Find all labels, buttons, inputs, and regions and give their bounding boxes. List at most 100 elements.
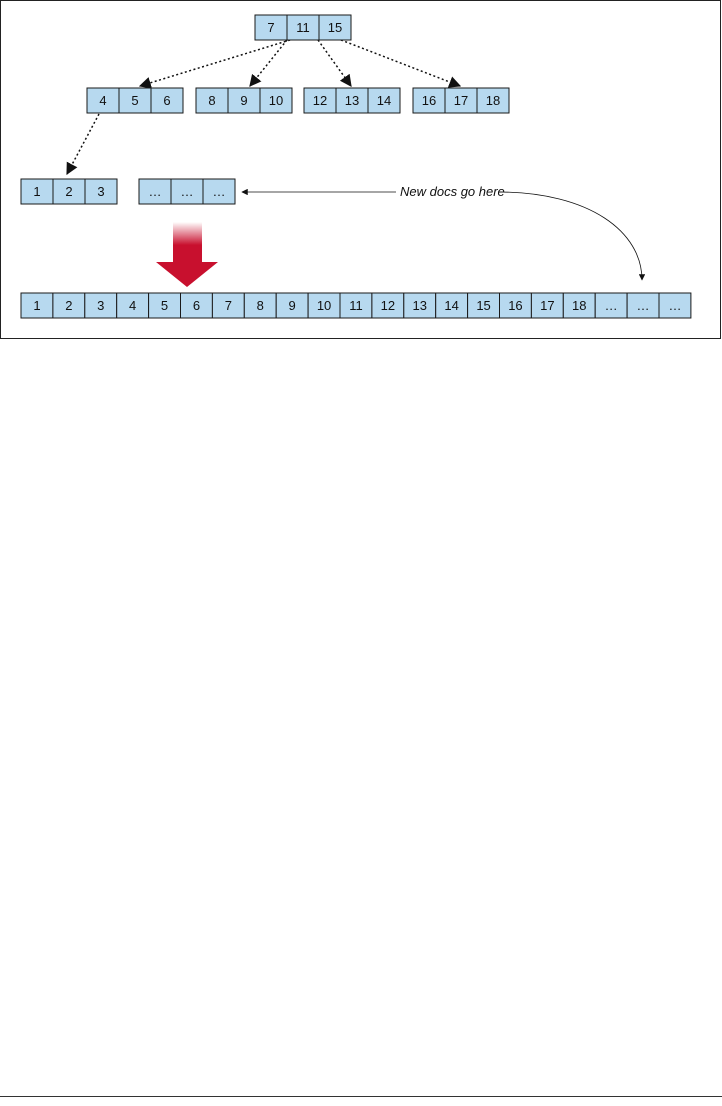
flattened-cell: 11 xyxy=(339,292,373,319)
cell-label: 5 xyxy=(131,93,138,108)
flattened-cell: 15 xyxy=(467,292,501,319)
cell-label: 16 xyxy=(422,93,436,108)
node-12-14: 12 13 14 xyxy=(303,87,401,114)
cell-label: 4 xyxy=(129,298,136,313)
b-tree-diagram: 7 11 15 4 5 6 8 9 10 12 13 14 16 17 18 1… xyxy=(0,0,721,339)
flattened-cell: … xyxy=(658,292,692,319)
cell-label: 18 xyxy=(572,298,586,313)
node-8-10: 8 9 10 xyxy=(195,87,293,114)
tree-cell: 17 xyxy=(444,87,478,114)
cell-label: 15 xyxy=(476,298,490,313)
cell-label: 4 xyxy=(99,93,106,108)
figure-frame xyxy=(0,0,721,339)
tree-cell: 4 xyxy=(86,87,120,114)
tree-cell: 10 xyxy=(259,87,293,114)
cell-label: 6 xyxy=(163,93,170,108)
tree-cell: … xyxy=(170,178,204,205)
cell-label: 14 xyxy=(377,93,391,108)
cell-label: 10 xyxy=(317,298,331,313)
flattened-cell: 10 xyxy=(307,292,341,319)
cell-label: … xyxy=(637,298,650,313)
flattened-cell: 2 xyxy=(52,292,86,319)
edge-root-to-node-12-14 xyxy=(317,39,352,87)
node-16-18: 16 17 18 xyxy=(412,87,510,114)
flattened-cell: 7 xyxy=(211,292,245,319)
cell-label: … xyxy=(668,298,681,313)
cell-label: 3 xyxy=(97,184,104,199)
cell-label: 8 xyxy=(257,298,264,313)
edge-root-to-node-8-10 xyxy=(249,39,288,87)
page-footer-rule xyxy=(0,1096,722,1097)
flattened-cell: 6 xyxy=(180,292,213,319)
tree-cell: 7 xyxy=(254,14,288,41)
tree-cell: 12 xyxy=(303,87,337,114)
flattened-cell: 3 xyxy=(84,292,118,319)
cell-label: 8 xyxy=(208,93,215,108)
cell-label: 14 xyxy=(444,298,458,313)
cell-label: … xyxy=(605,298,618,313)
node-1-3: 1 2 3 xyxy=(20,178,118,205)
cell-label: 12 xyxy=(381,298,395,313)
cell-label: 7 xyxy=(267,20,274,35)
tree-cell: 9 xyxy=(227,87,261,114)
cell-label: … xyxy=(149,184,162,199)
flattened-cell: 9 xyxy=(275,292,309,319)
tree-cell: 6 xyxy=(150,87,184,114)
edge-root-to-node-4-6 xyxy=(138,39,291,89)
flattened-cell: 14 xyxy=(435,292,469,319)
cell-label: 10 xyxy=(269,93,283,108)
flattened-cell: 1 xyxy=(20,292,54,319)
node-4-6: 4 5 6 xyxy=(86,87,184,114)
cell-label: 2 xyxy=(65,184,72,199)
flattened-cell: … xyxy=(594,292,628,319)
tree-cell: 16 xyxy=(412,87,446,114)
flattened-cell: 5 xyxy=(148,292,182,319)
cell-label: … xyxy=(213,184,226,199)
tree-cell: 14 xyxy=(367,87,401,114)
cell-label: 2 xyxy=(65,298,72,313)
cell-label: 9 xyxy=(240,93,247,108)
tree-cell: 11 xyxy=(286,14,320,41)
tree-cell: 13 xyxy=(335,87,369,114)
flattened-cell: 13 xyxy=(403,292,437,319)
flatten-arrow-icon xyxy=(156,222,218,287)
cell-label: 13 xyxy=(413,298,427,313)
flattened-cell: 18 xyxy=(562,292,596,319)
tree-edges xyxy=(66,39,462,176)
cell-label: 18 xyxy=(486,93,500,108)
edge-root-to-node-16-18 xyxy=(340,39,462,88)
cell-label: 11 xyxy=(349,298,363,313)
cell-label: 17 xyxy=(454,93,468,108)
tree-cell: 8 xyxy=(195,87,229,114)
tree-cell: 18 xyxy=(476,87,510,114)
cell-label: 1 xyxy=(33,184,40,199)
cell-label: … xyxy=(181,184,194,199)
node-new-docs: … … … xyxy=(138,178,236,205)
cell-label: 15 xyxy=(328,20,342,35)
flattened-cell: 17 xyxy=(530,292,564,319)
cell-label: 3 xyxy=(97,298,104,313)
cell-label: 12 xyxy=(313,93,327,108)
tree-cell: … xyxy=(138,178,172,205)
tree-cell: … xyxy=(202,178,236,205)
root-node: 7 11 15 xyxy=(254,14,352,41)
flattened-cell: 12 xyxy=(371,292,405,319)
flattened-cell: 4 xyxy=(116,292,150,319)
cell-label: 1 xyxy=(33,298,40,313)
new-docs-caption: New docs go here xyxy=(400,184,505,199)
annotation-curve-arrow xyxy=(497,191,646,281)
tree-cell: 3 xyxy=(84,178,118,205)
flattened-cell: … xyxy=(626,292,660,319)
flattened-cell: 16 xyxy=(499,292,532,319)
cell-label: 11 xyxy=(296,20,310,35)
tree-cell: 15 xyxy=(318,14,352,41)
cell-label: 17 xyxy=(540,298,554,313)
tree-cell: 5 xyxy=(118,87,152,114)
edge-node-4-6-to-node-1-3 xyxy=(66,113,100,176)
cell-label: 5 xyxy=(161,298,168,313)
tree-cell: 1 xyxy=(20,178,54,205)
cell-label: 7 xyxy=(225,298,232,313)
cell-label: 16 xyxy=(508,298,522,313)
cell-label: 9 xyxy=(289,298,296,313)
